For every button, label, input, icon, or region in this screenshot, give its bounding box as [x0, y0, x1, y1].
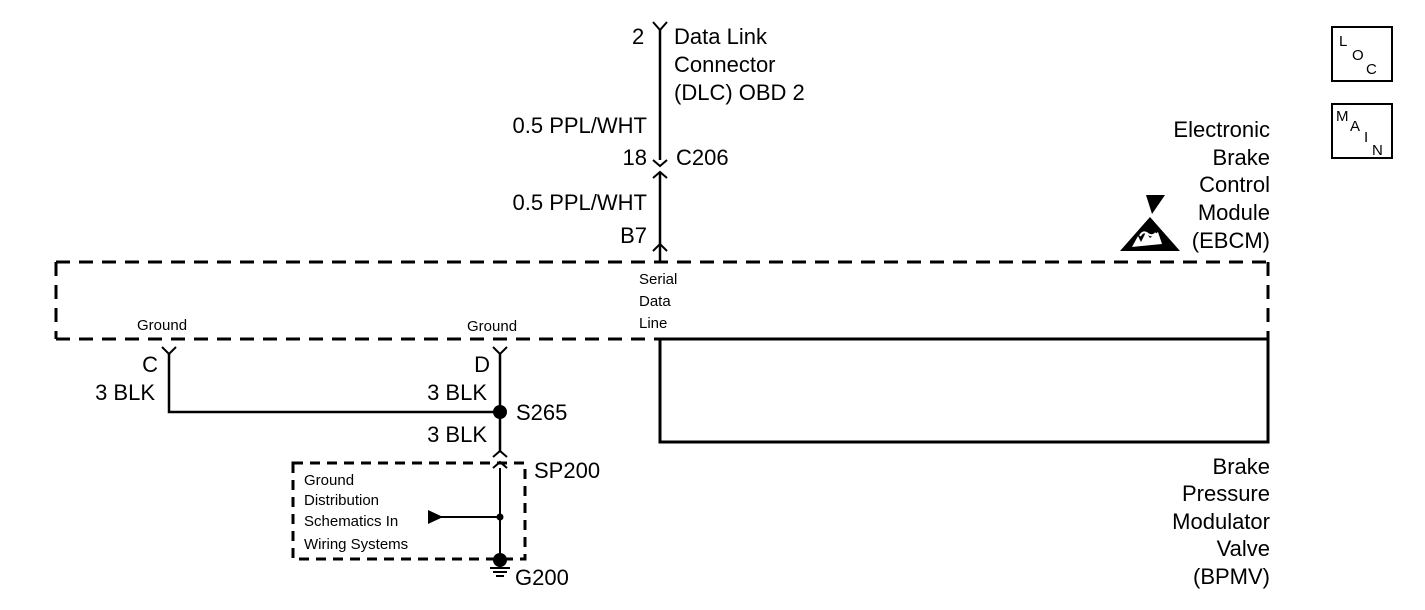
ground-symbol-icon [490, 560, 510, 577]
bpmv-label-line-2: Pressure [1182, 481, 1270, 506]
bpmv-label-line-4: Valve [1217, 536, 1270, 561]
ground-box-line-2: Distribution [304, 492, 379, 509]
ebcm-label-line-1: Electronic [1173, 117, 1270, 142]
bpmv-label-line-3: Modulator [1172, 509, 1270, 534]
wire-top-label: 0.5 PPL/WHT [513, 113, 647, 138]
bpmv-label-line-1: Brake [1213, 454, 1270, 479]
wire-right-label: 3 BLK [427, 380, 487, 405]
ebcm-label-line-5: (EBCM) [1192, 228, 1270, 253]
ground-left-label: Ground [137, 317, 187, 334]
ground-box-line-3: Schematics In [304, 513, 398, 530]
c206-name: C206 [676, 145, 729, 170]
ebcm-label-line-4: Module [1198, 200, 1270, 225]
wire-mid-label: 0.5 PPL/WHT [513, 190, 647, 215]
serial-data-label-line-1: Serial [639, 271, 677, 288]
g200-label: G200 [515, 565, 569, 590]
main-letter-i: I [1364, 129, 1368, 146]
pin-d-connector-symbol [492, 346, 508, 356]
ground-reference-arrow-icon [428, 510, 443, 524]
esd-sensitive-icon [1120, 195, 1180, 251]
ground-distribution-box [291, 461, 527, 561]
s265-splice-dot [493, 405, 507, 419]
loc-letter-o: O [1352, 47, 1364, 64]
loc-letter-c: C [1366, 61, 1377, 78]
dlc-label-line-2: Connector [674, 52, 776, 77]
ground-wires [167, 354, 502, 451]
main-button[interactable]: M A I N [1331, 103, 1393, 159]
dlc-label-line-1: Data Link [674, 24, 768, 49]
ebcm-module-outline [54, 260, 1270, 341]
serial-data-label-line-2: Data [639, 293, 671, 310]
wire-below-splice-label: 3 BLK [427, 422, 487, 447]
ground-box-junction-dot [496, 513, 504, 521]
serial-data-label-line-3: Line [639, 315, 667, 332]
s265-label: S265 [516, 400, 567, 425]
bpmv-label-line-5: (BPMV) [1193, 564, 1270, 589]
ground-box-wires [440, 468, 501, 562]
ground-box-line-1: Ground [304, 472, 354, 489]
pin-c-label: C [142, 352, 158, 377]
ground-right-label: Ground [467, 318, 517, 335]
wire-left-label: 3 BLK [95, 380, 155, 405]
bpmv-module-outline [658, 337, 1270, 444]
dlc-pin: 2 [632, 24, 644, 49]
loc-letter-l: L [1339, 33, 1347, 50]
main-letter-m: M [1336, 108, 1349, 125]
pin-c-connector-symbol [161, 346, 177, 356]
loc-button[interactable]: L O C [1331, 26, 1393, 82]
sp200-label: SP200 [534, 458, 600, 483]
ebcm-label-line-3: Control [1199, 172, 1270, 197]
dlc-label-line-3: (DLC) OBD 2 [674, 80, 805, 105]
sp200-connector-symbol [492, 449, 508, 469]
main-letter-n: N [1372, 142, 1383, 159]
dlc-connector-symbol [652, 21, 668, 32]
c206-pin: 18 [623, 145, 647, 170]
ebcm-pin-b7: B7 [620, 223, 647, 248]
main-letter-a: A [1350, 118, 1360, 135]
pin-d-label: D [474, 352, 490, 377]
ground-box-line-4: Wiring Systems [304, 536, 408, 553]
ebcm-label-line-2: Brake [1213, 145, 1270, 170]
